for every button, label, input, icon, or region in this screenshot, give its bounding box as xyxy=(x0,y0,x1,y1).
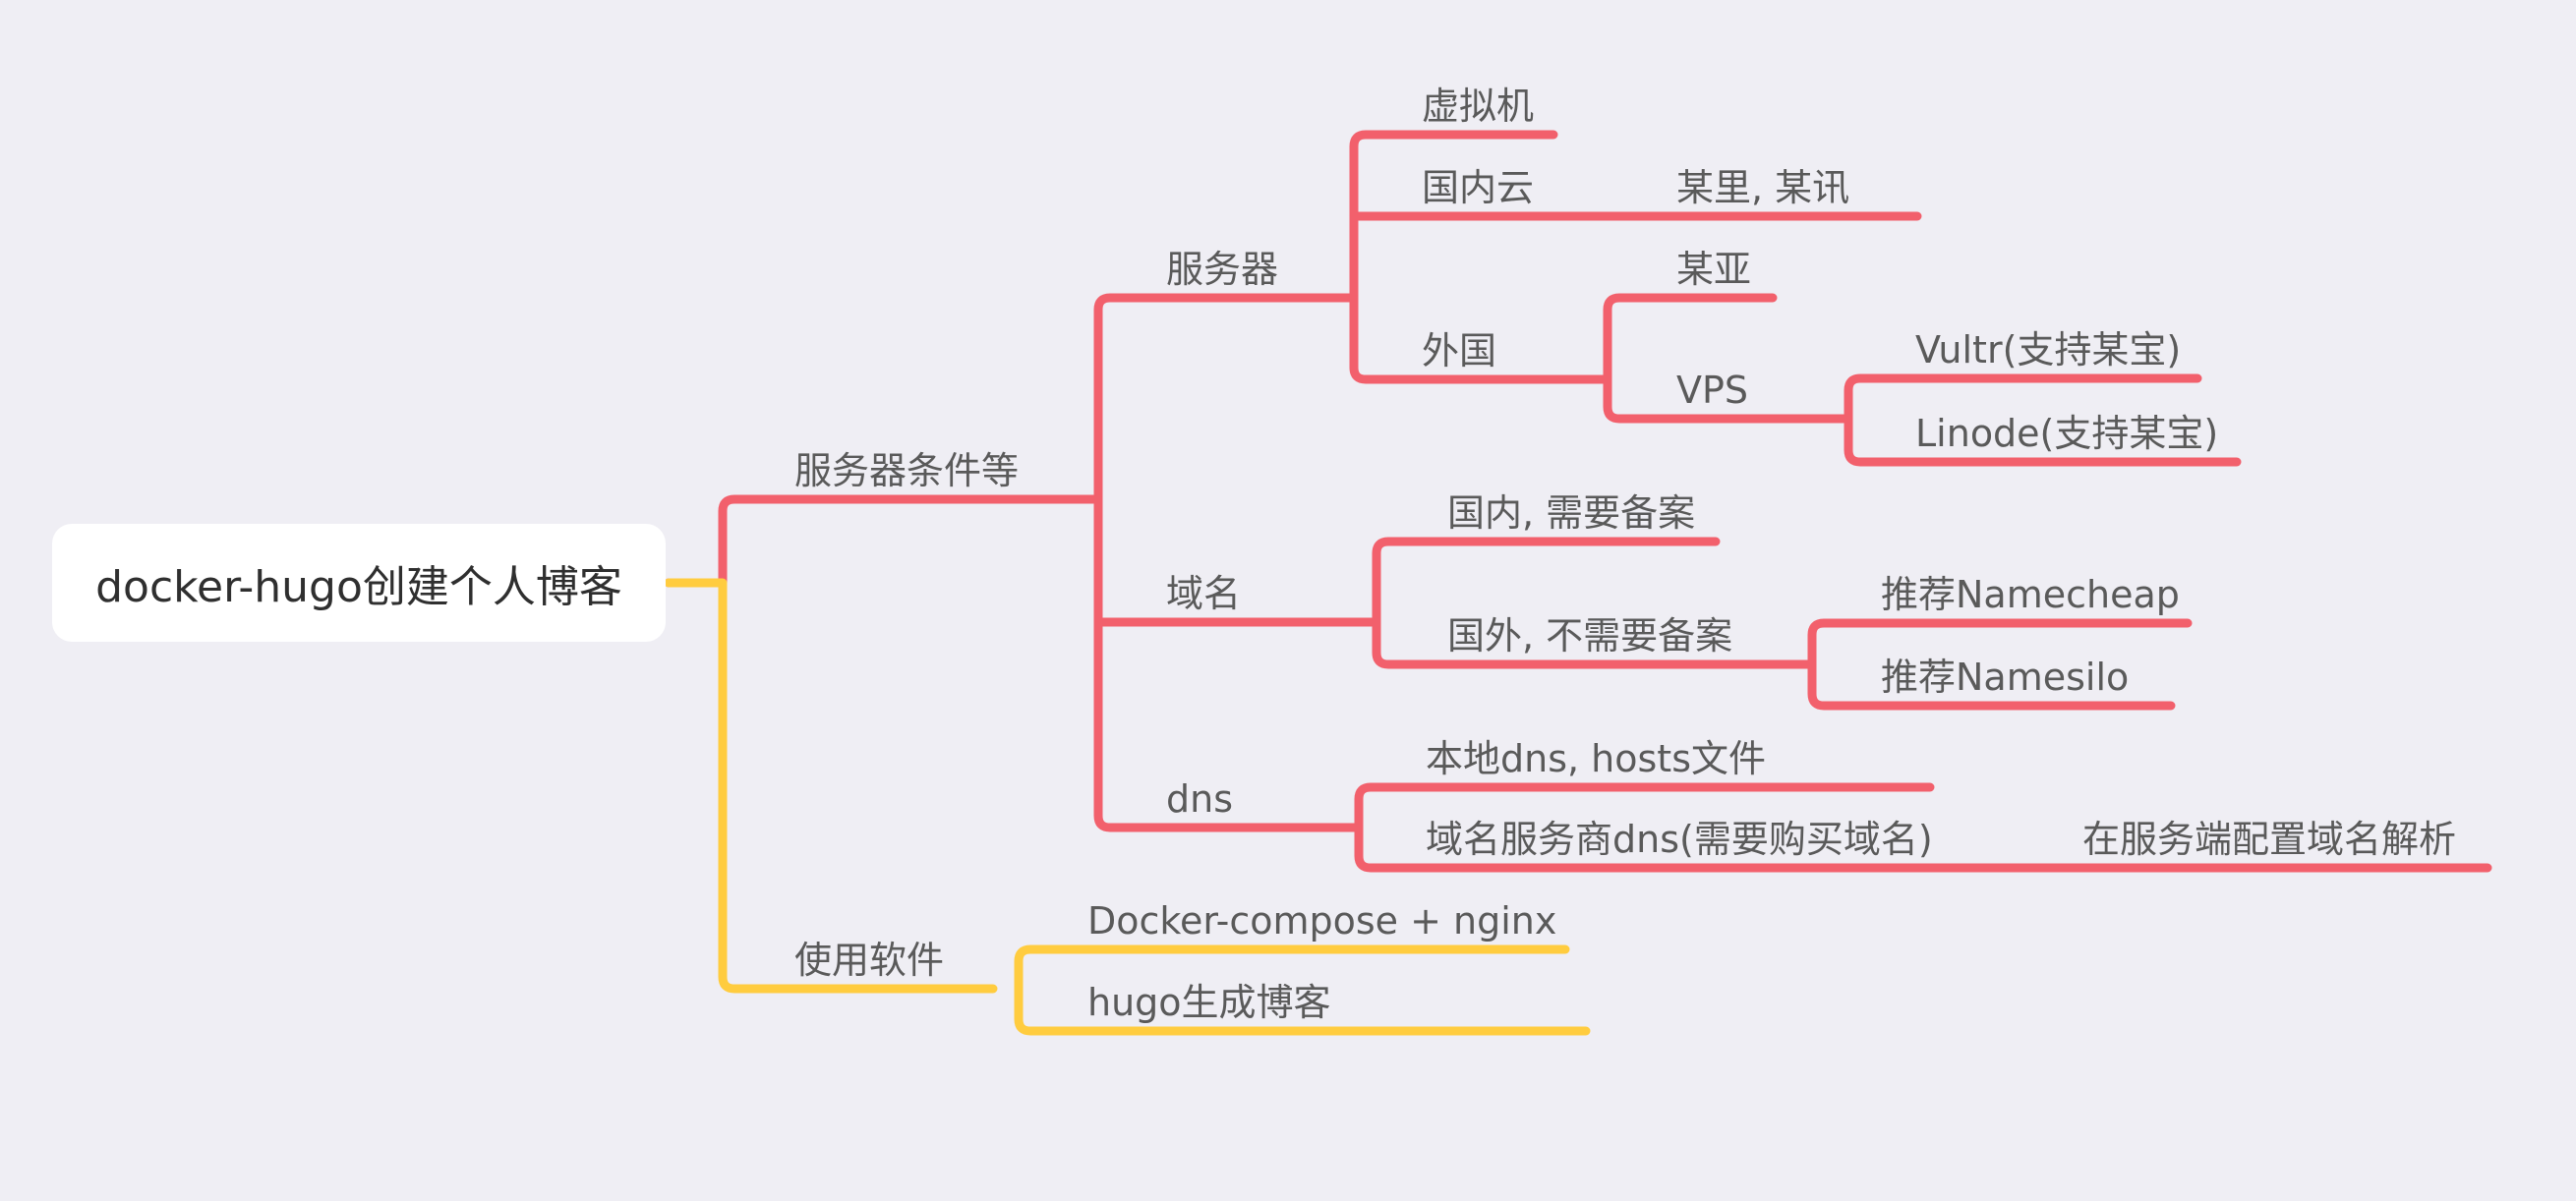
edge-dns-provider xyxy=(1354,823,2492,873)
topic-hugo[interactable]: hugo生成博客 xyxy=(1087,981,1331,1024)
topic-domain-foreign[interactable]: 国外, 不需要备案 xyxy=(1447,614,1733,658)
root-topic-label: docker-hugo创建个人博客 xyxy=(95,562,622,612)
topic-domestic-cloud[interactable]: 国内云 xyxy=(1422,166,1535,209)
topic-domain-domestic[interactable]: 国内, 需要备案 xyxy=(1447,491,1696,535)
edge-server-vm xyxy=(1349,130,1558,303)
edge-vps-linode xyxy=(1844,414,2242,467)
edge-software-hugo xyxy=(1014,984,1591,1036)
edge-root-software xyxy=(664,578,998,994)
topic-foreign[interactable]: 外国 xyxy=(1422,329,1497,372)
topic-domain[interactable]: 域名 xyxy=(1166,572,1242,615)
topic-dns-provider[interactable]: 域名服务商dns(需要购买域名) xyxy=(1426,818,1933,861)
topic-vps[interactable]: VPS xyxy=(1676,369,1749,412)
topic-domestic-cloud-note[interactable]: 某里, 某讯 xyxy=(1676,166,1850,209)
edge-domain-foreign xyxy=(1372,617,1817,669)
edge-dns-local xyxy=(1354,782,1935,832)
edge-server-foreign xyxy=(1349,293,1612,384)
topic-dns-provider-note[interactable]: 在服务端配置域名解析 xyxy=(2082,818,2457,861)
edge-software-docker xyxy=(1014,944,1570,994)
topic-docker-compose[interactable]: Docker-compose + nginx xyxy=(1087,899,1557,943)
topic-vm[interactable]: 虚拟机 xyxy=(1422,85,1535,128)
topic-server[interactable]: 服务器 xyxy=(1166,248,1279,291)
edge-server-domestic-cloud xyxy=(1349,211,1922,303)
edge-foreign-vps xyxy=(1603,374,1853,424)
topic-foreign-a[interactable]: 某亚 xyxy=(1676,248,1752,291)
topic-dns[interactable]: dns xyxy=(1166,777,1234,821)
edge-foreign-a xyxy=(1603,293,1778,384)
topic-vultr[interactable]: Vultr(支持某宝) xyxy=(1915,328,2182,372)
edge-domain-namesilo xyxy=(1807,659,2176,711)
edge-conditions-dns xyxy=(1093,494,1364,832)
topic-namecheap[interactable]: 推荐Namecheap xyxy=(1881,573,2180,616)
root-topic[interactable]: docker-hugo创建个人博客 xyxy=(52,524,666,642)
edge-vps-vultr xyxy=(1844,373,2202,424)
topic-server-conditions[interactable]: 服务器条件等 xyxy=(794,449,1020,492)
edge-domain-domestic xyxy=(1372,537,1721,627)
topic-dns-local[interactable]: 本地dns, hosts文件 xyxy=(1426,737,1766,780)
topic-linode[interactable]: Linode(支持某宝) xyxy=(1915,412,2219,455)
topic-namesilo[interactable]: 推荐Namesilo xyxy=(1881,656,2130,699)
edge-conditions-server xyxy=(1093,293,1359,504)
edge-root-server-conditions xyxy=(664,494,1103,588)
edge-domain-namecheap xyxy=(1807,618,2193,669)
topic-software[interactable]: 使用软件 xyxy=(794,939,945,982)
